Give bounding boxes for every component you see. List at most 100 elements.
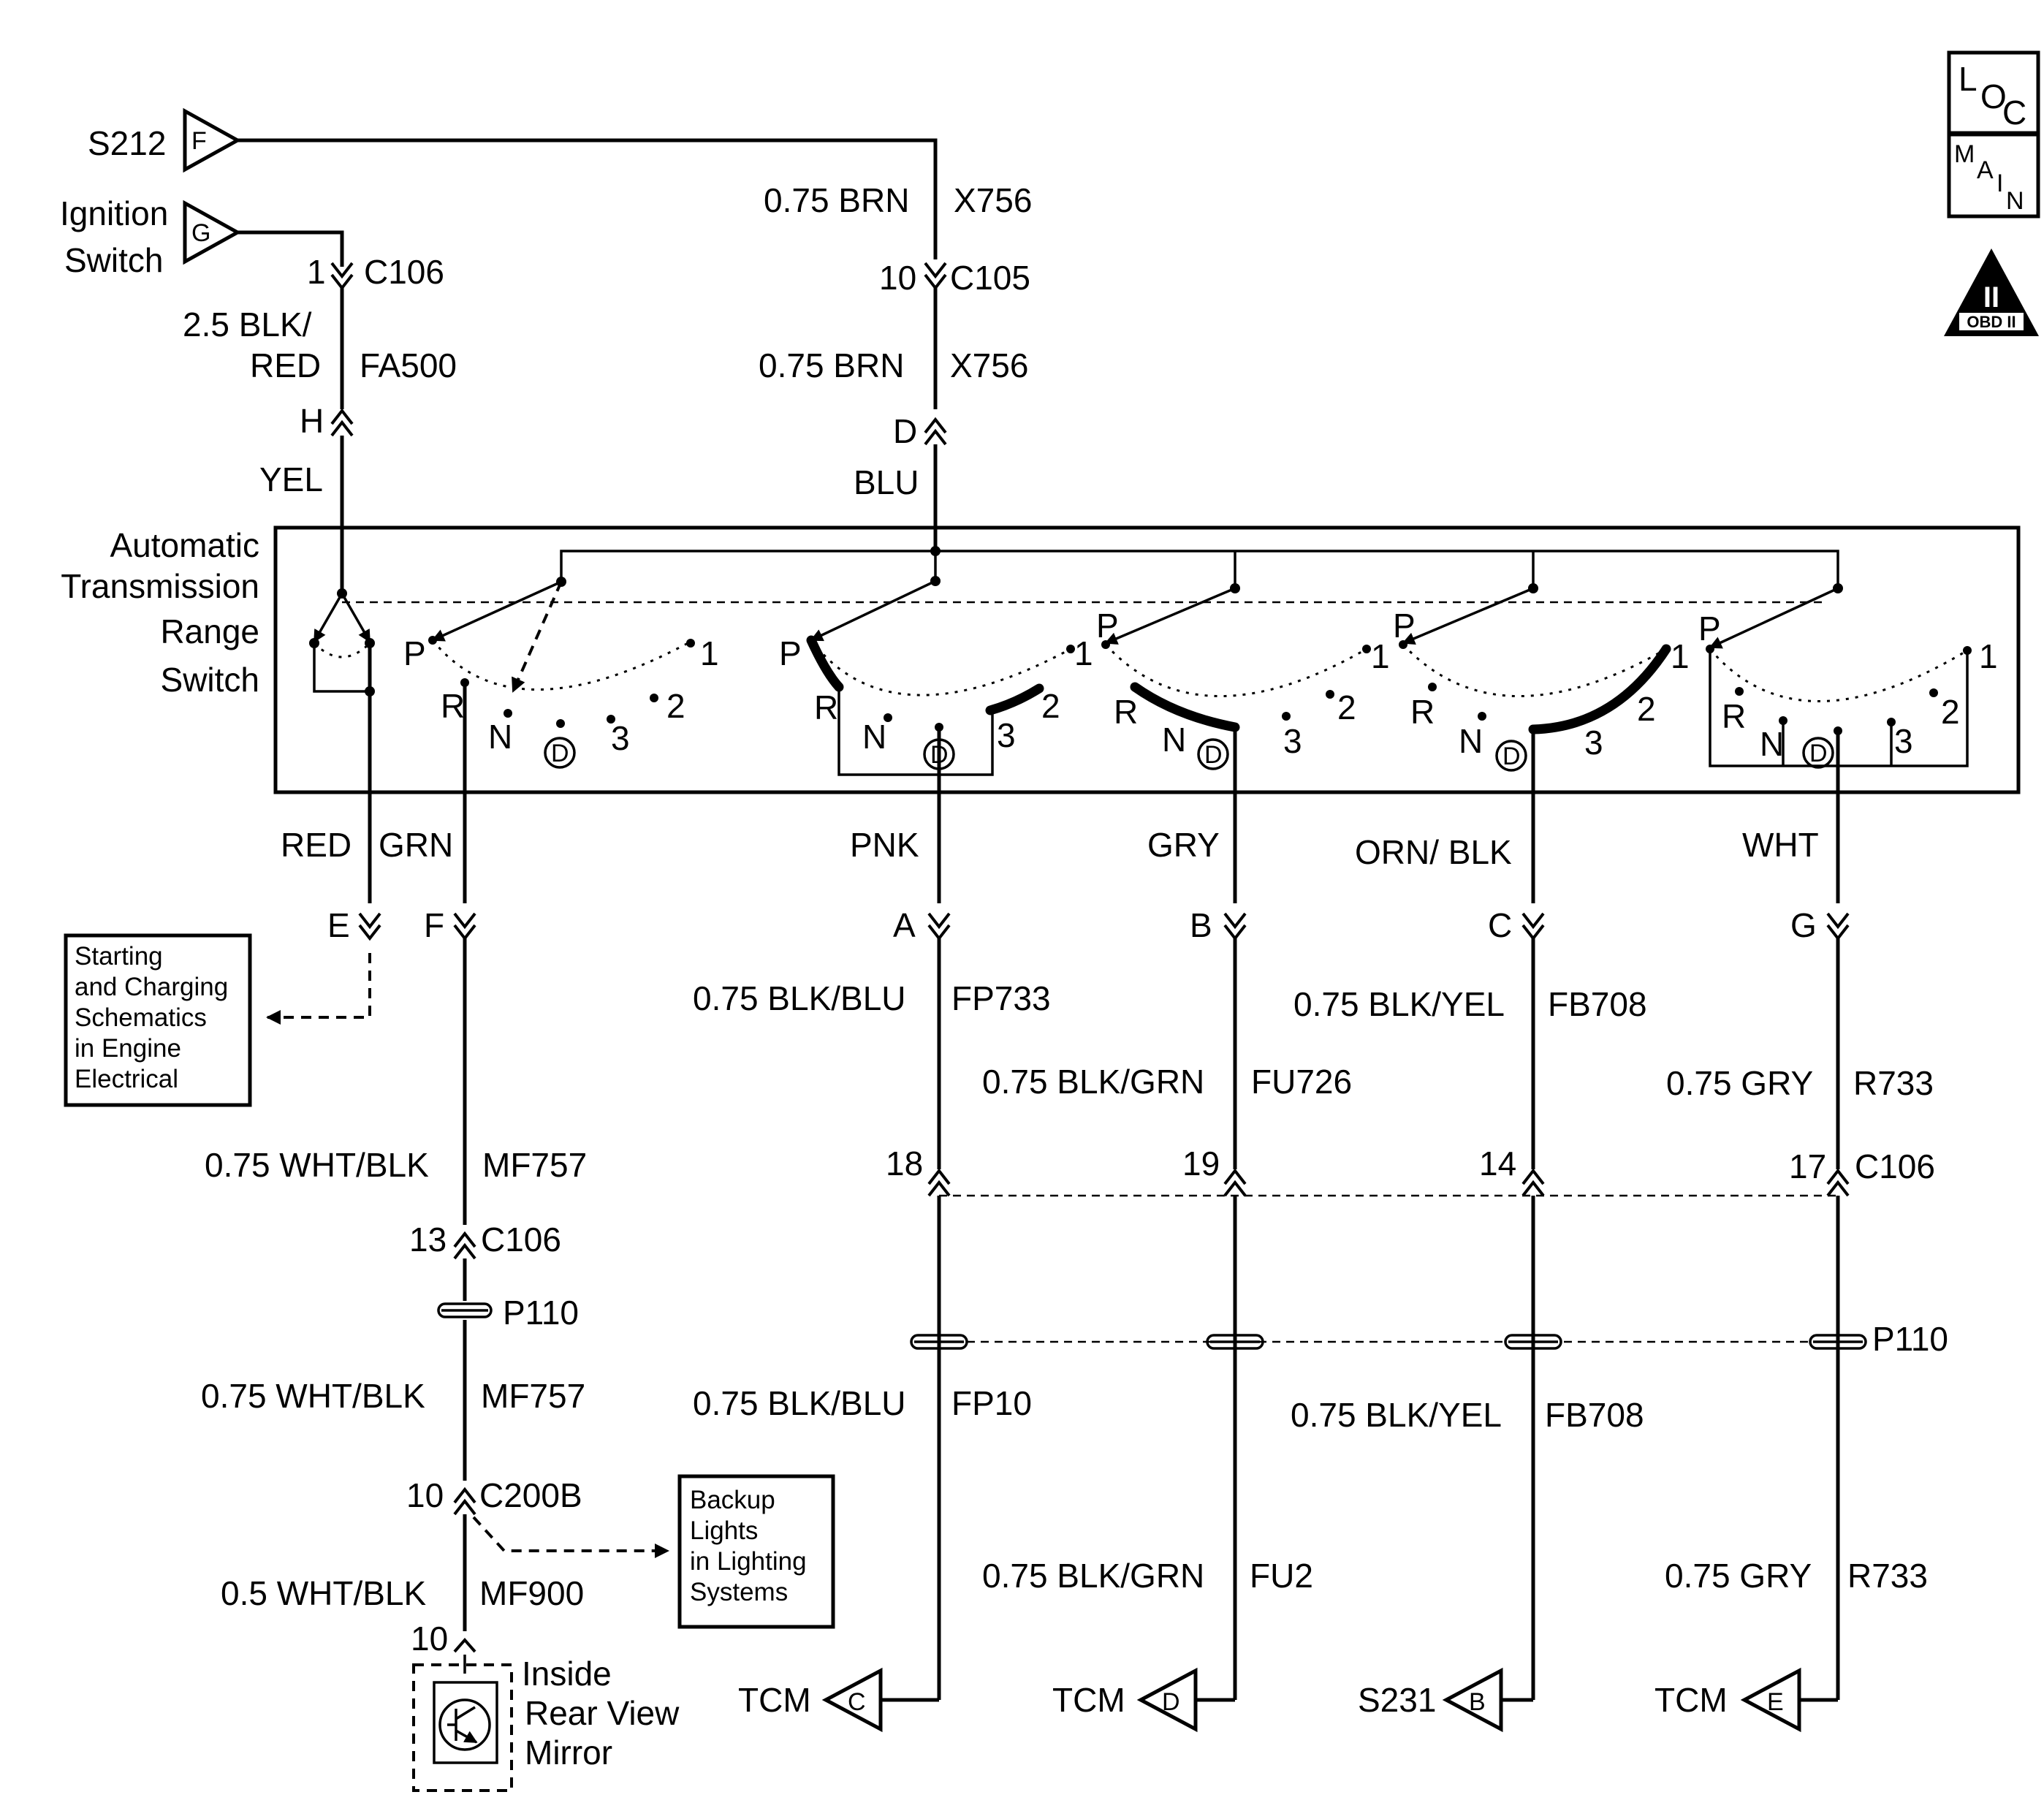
- fp733-gauge: 0.75 BLK/BLU: [693, 979, 906, 1017]
- p110-label-b: P110: [1872, 1320, 1948, 1358]
- p110-label-a: P110: [503, 1294, 579, 1332]
- term-f: F: [424, 906, 444, 944]
- sec1-pos-2: 2: [666, 687, 685, 725]
- fu2-circuit: FU2: [1250, 1557, 1313, 1595]
- sec5-pos-2: 2: [1941, 693, 1960, 731]
- pin-19: 19: [1182, 1144, 1220, 1182]
- mirror-label-2: Rear View: [525, 1694, 680, 1732]
- loc-letter-l: L: [1958, 60, 1977, 98]
- tcm-c-label: TCM: [738, 1681, 811, 1719]
- fb708-circuit: FB708: [1548, 985, 1647, 1023]
- sec4-pos-n: N: [1459, 722, 1483, 760]
- loc-badge: L O C: [1947, 50, 2040, 137]
- term-e: E: [327, 906, 350, 944]
- mf757-gauge-2: 0.75 WHT/BLK: [201, 1377, 425, 1415]
- switch-title-4: Switch: [161, 661, 259, 699]
- term-c: C: [1488, 906, 1512, 944]
- fp733-circuit: FP733: [951, 979, 1051, 1017]
- starting-ref-3: Schematics: [75, 1003, 207, 1032]
- gry-label: GRY: [1147, 826, 1220, 864]
- c106-label-a: C106: [364, 253, 444, 291]
- sec5-pos-n: N: [1760, 725, 1784, 763]
- fp10-circuit: FP10: [951, 1384, 1032, 1422]
- sec5-pos-d: D: [1809, 740, 1828, 767]
- sec3-pos-1: 1: [1371, 637, 1390, 675]
- backup-ref-2: Lights: [690, 1516, 758, 1545]
- sec2-pos-1: 1: [1074, 634, 1093, 672]
- sec5-pos-1: 1: [1979, 637, 1998, 675]
- tcm-c-terminal: C: [848, 1688, 866, 1716]
- sec5-pos-r: R: [1722, 697, 1746, 735]
- fu726-gauge: 0.75 BLK/GRN: [982, 1063, 1204, 1101]
- loc-letter-c: C: [2002, 94, 2026, 132]
- sec1-pos-n: N: [488, 718, 512, 756]
- brn-gauge-top: 0.75 BRN: [764, 181, 909, 219]
- range-switch: Automatic Transmission Range Switch: [61, 525, 2021, 903]
- starting-ref-4: in Engine: [75, 1034, 181, 1063]
- brn-gauge-bot: 0.75 BRN: [759, 346, 904, 384]
- fp10-gauge: 0.75 BLK/BLU: [693, 1384, 906, 1422]
- mf757-wire: 0.75 WHT/BLK MF757 13 C106 P110 0.75 WHT…: [201, 938, 587, 1658]
- mirror-label-1: Inside: [522, 1655, 612, 1693]
- obd-badge: II OBD II: [1944, 248, 2039, 336]
- sec3-pos-n: N: [1162, 721, 1186, 759]
- s212-label: S212: [88, 124, 166, 162]
- backup-ref-1: Backup: [690, 1486, 775, 1514]
- s212-terminal: F: [191, 127, 207, 155]
- sec4-pos-d: D: [1502, 743, 1521, 770]
- sec3-pos-2: 2: [1337, 688, 1356, 726]
- grn-label: GRN: [379, 826, 453, 864]
- wht-label: WHT: [1742, 826, 1819, 864]
- pin-13: 13: [409, 1220, 447, 1258]
- pin-18: 18: [886, 1144, 923, 1182]
- mf900-circuit: MF900: [479, 1574, 584, 1612]
- switch-title-1: Automatic: [110, 526, 259, 564]
- starting-ref-1: Starting: [75, 942, 163, 971]
- term-g: G: [1790, 906, 1817, 944]
- tcm-e-label: TCM: [1654, 1681, 1728, 1719]
- fa500-circuit: FA500: [360, 346, 457, 384]
- pnk-label: PNK: [850, 826, 919, 864]
- mf757-circuit-2: MF757: [481, 1377, 585, 1415]
- obd-text: OBD II: [1967, 313, 2015, 331]
- mirror-label-3: Mirror: [525, 1734, 612, 1772]
- main-badge: M A I N: [1947, 131, 2040, 219]
- blu-label: BLU: [854, 463, 919, 501]
- c106-label-b: C106: [1855, 1147, 1935, 1185]
- pin-14: 14: [1479, 1144, 1516, 1182]
- sec1-pos-3: 3: [611, 719, 630, 757]
- sec5-pos-3: 3: [1894, 722, 1913, 760]
- sec4-pos-1: 1: [1671, 637, 1690, 675]
- mf757-gauge-1: 0.75 WHT/BLK: [205, 1146, 429, 1184]
- obd-numeral: II: [1983, 281, 1999, 314]
- c106-pin-1: 1: [307, 253, 326, 291]
- main-letter-a: A: [1977, 156, 1994, 184]
- switch-terminals: E F A B C G: [327, 906, 1850, 944]
- starting-ref-2: and Charging: [75, 973, 228, 1001]
- sec3-pos-d: D: [1204, 741, 1223, 769]
- sec3-pos-p: P: [1096, 607, 1119, 645]
- inside-rear-view-mirror: Inside Rear View Mirror: [412, 1655, 680, 1792]
- tcm-d-terminal: D: [1162, 1688, 1180, 1716]
- switch-title-3: Range: [160, 612, 259, 650]
- sec3-pos-3: 3: [1283, 722, 1302, 760]
- r733b-circuit: R733: [1847, 1557, 1928, 1595]
- fa500-wire: 1 C106 2.5 BLK/ RED FA500 H YEL: [183, 253, 457, 593]
- ignition-switch-input: Ignition Switch G: [60, 194, 344, 279]
- sec3-pos-r: R: [1114, 693, 1138, 731]
- sec2-pos-2: 2: [1041, 687, 1060, 725]
- c105-pin: 10: [879, 259, 916, 297]
- starting-charging-ref[interactable]: Starting and Charging Schematics in Engi…: [64, 933, 371, 1107]
- sec1-pos-1: 1: [700, 634, 719, 672]
- tcm-d-label: TCM: [1052, 1681, 1125, 1719]
- backup-ref-3: in Lighting: [690, 1547, 807, 1576]
- sec4-pos-r: R: [1410, 693, 1435, 731]
- r733-gauge: 0.75 GRY: [1666, 1064, 1813, 1102]
- mf757-circuit-1: MF757: [482, 1146, 587, 1184]
- backup-ref-4: Systems: [690, 1578, 788, 1606]
- fu726-circuit: FU726: [1251, 1063, 1352, 1101]
- backup-lights-ref[interactable]: Backup Lights in Lighting Systems: [472, 1474, 835, 1629]
- sec1-pos-p: P: [403, 634, 426, 672]
- s212-input: S212 F: [88, 107, 938, 259]
